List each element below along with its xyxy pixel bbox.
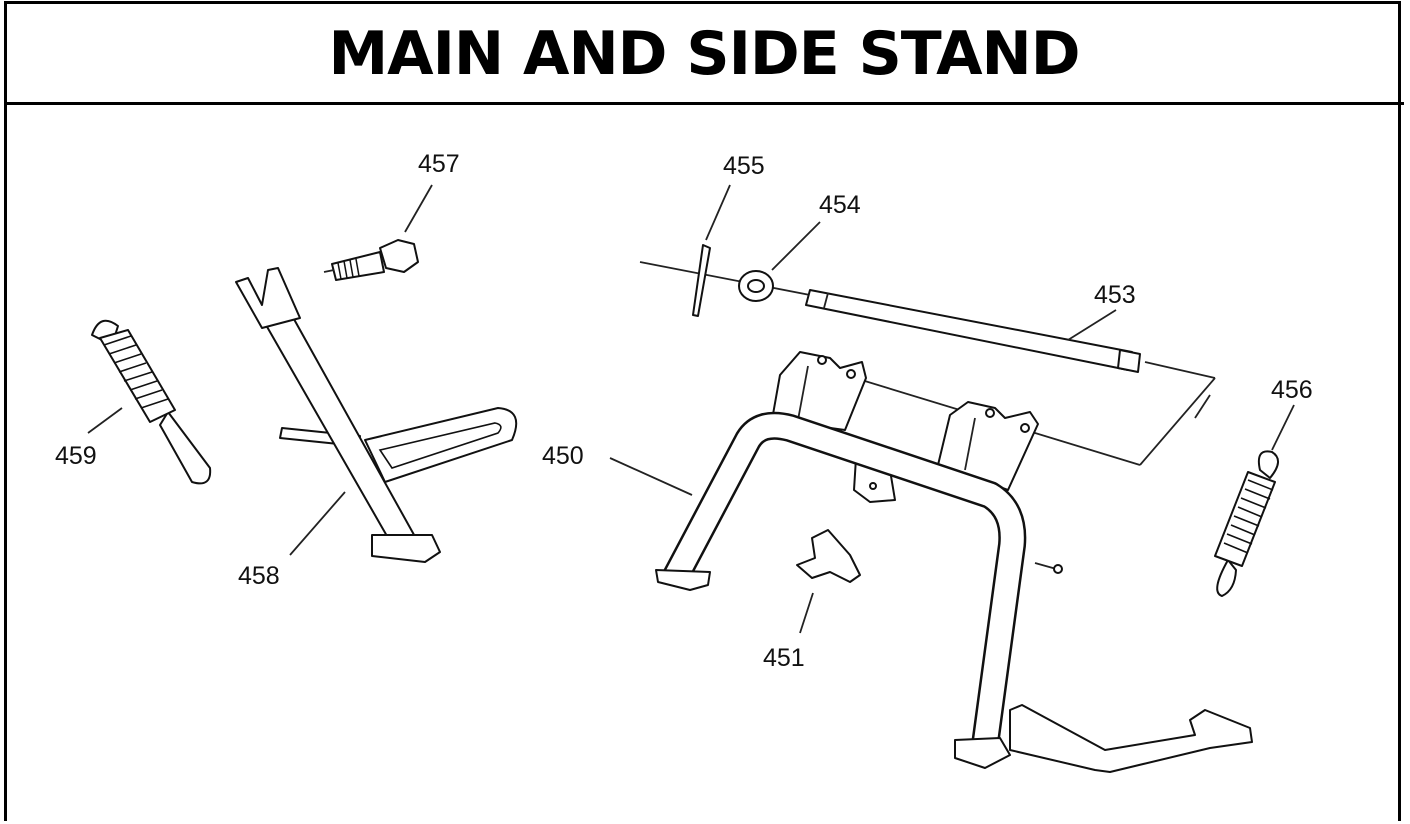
label-455: 455 — [723, 152, 765, 180]
label-459: 459 — [55, 442, 97, 470]
label-451: 451 — [763, 644, 805, 672]
part-455-cotter-pin[interactable] — [692, 244, 711, 317]
part-453-pivot-shaft[interactable] — [805, 289, 1141, 373]
diagram-frame — [4, 1, 1401, 821]
part-450-main-stand[interactable] — [655, 351, 1253, 773]
part-454-washer[interactable] — [738, 270, 774, 302]
title-bar: MAIN AND SIDE STAND — [4, 1, 1404, 105]
label-458: 457 — [418, 150, 460, 178]
label-457: 458 — [238, 562, 280, 590]
part-451-rubber-stopper[interactable] — [796, 529, 861, 583]
label-450: 450 — [542, 442, 584, 470]
leader-lines — [87, 184, 1295, 634]
part-458-bolt[interactable] — [323, 239, 419, 281]
label-456: 456 — [1271, 376, 1313, 404]
label-453: 453 — [1094, 281, 1136, 309]
part-456-main-stand-spring[interactable] — [1214, 450, 1279, 597]
page-title: MAIN AND SIDE STAND — [328, 18, 1080, 89]
part-457-side-stand[interactable] — [235, 267, 518, 563]
part-459-side-stand-spring[interactable] — [91, 319, 212, 485]
label-454: 454 — [819, 191, 861, 219]
